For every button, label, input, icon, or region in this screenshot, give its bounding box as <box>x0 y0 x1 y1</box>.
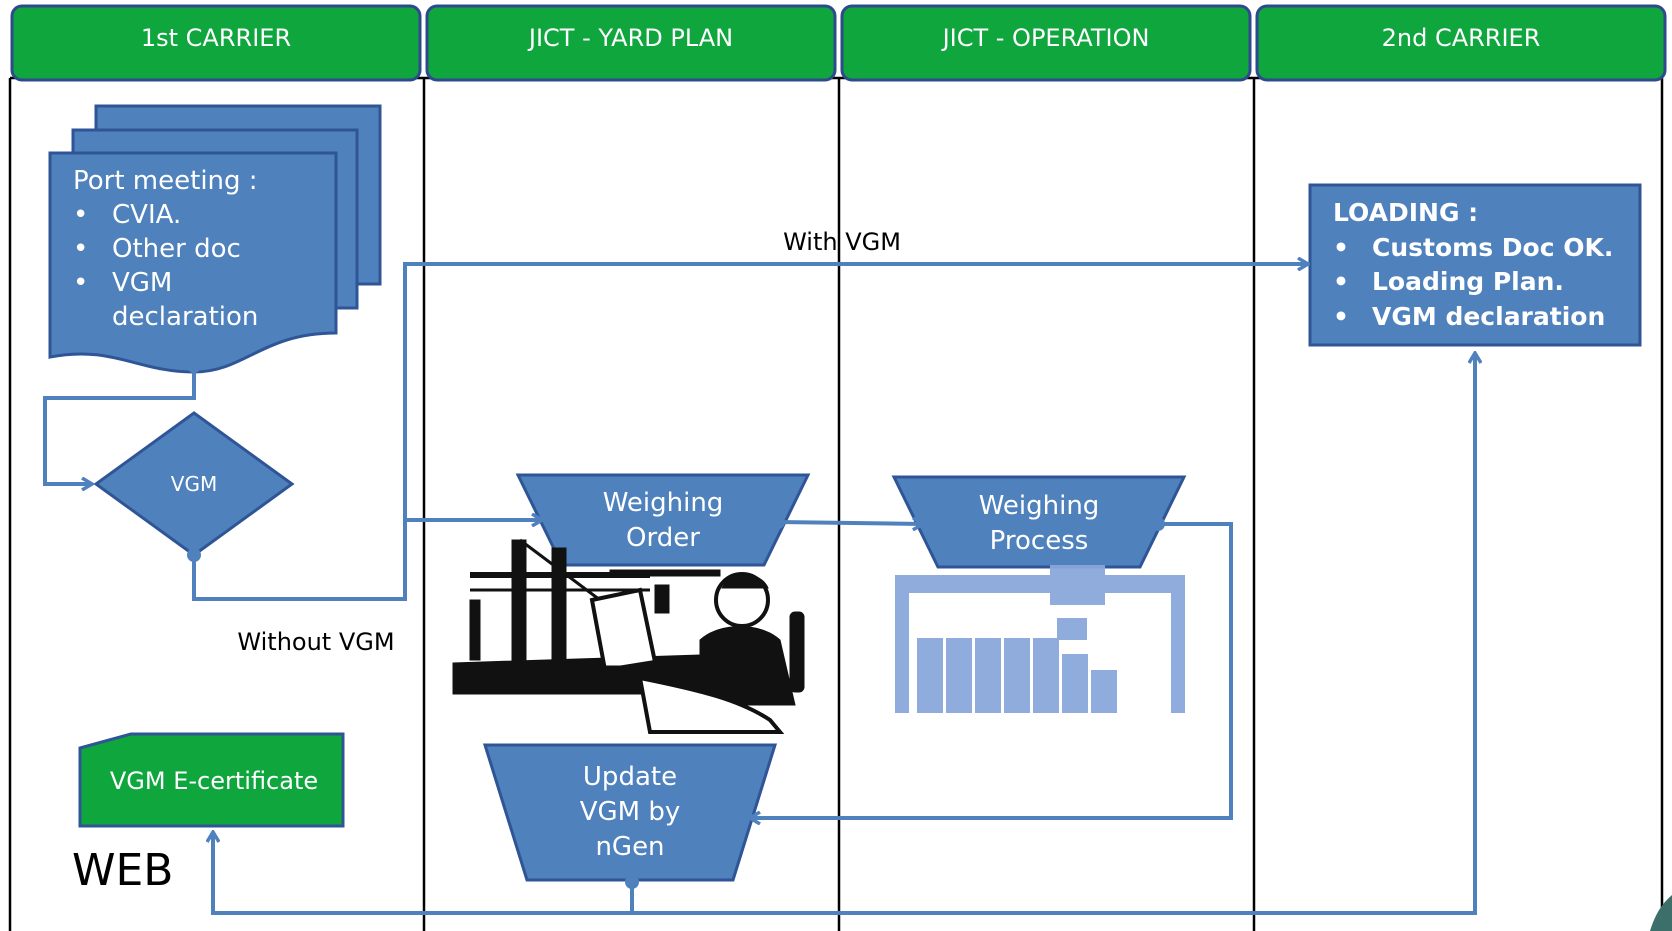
lane-header-1st-carrier: 1st CARRIER <box>10 4 422 82</box>
bullet: • <box>73 234 88 264</box>
container-stack <box>1004 638 1030 713</box>
gantry-leg <box>1171 575 1185 713</box>
weighing-process-line2: Process <box>990 526 1089 556</box>
edge-order-to-process <box>777 522 923 524</box>
crane-brace <box>519 538 601 602</box>
corner-decoration <box>1650 895 1672 931</box>
bullet: • <box>1333 267 1349 296</box>
connector-dots <box>187 359 1165 889</box>
bullet: • <box>1333 302 1349 331</box>
gantry-crane-illustration <box>895 565 1185 713</box>
gantry-trolley <box>1050 565 1105 605</box>
gantry-leg <box>895 575 909 713</box>
lane-title: 2nd CARRIER <box>1382 24 1541 52</box>
loading-item: Customs Doc OK. <box>1372 233 1613 262</box>
lane-title: 1st CARRIER <box>141 24 291 52</box>
update-vgm-line1: Update <box>583 762 677 792</box>
loading-item: Loading Plan. <box>1372 267 1564 296</box>
vgm-decision: VGM <box>93 411 295 557</box>
operator-legs <box>637 675 785 734</box>
operator-hair <box>721 574 769 589</box>
edge-update-to-certificate <box>213 832 634 915</box>
gantry-beam <box>895 575 1185 593</box>
update-vgm-line2: VGM by <box>580 797 681 827</box>
container-stack <box>946 638 972 713</box>
chair <box>789 611 805 693</box>
edge-update-to-loading <box>632 353 1475 915</box>
port-meeting-documents: Port meeting : • CVIA. • Other doc • VGM… <box>48 104 382 374</box>
desk <box>599 665 681 675</box>
container-stack <box>975 638 1001 713</box>
light-mast <box>469 599 481 661</box>
weighing-process-line1: Weighing <box>979 491 1100 521</box>
edge-process-to-update <box>750 522 1233 818</box>
weighing-process: Weighing Process <box>891 475 1187 569</box>
bullet: • <box>73 268 88 298</box>
loading-title: LOADING : <box>1333 198 1478 227</box>
with-vgm-label: With VGM <box>783 228 901 256</box>
container-stack <box>1062 654 1088 713</box>
bullet: • <box>73 200 88 230</box>
gantry-spreader <box>1057 618 1087 640</box>
edge-doc-to-decision <box>43 366 196 484</box>
port-meeting-item: Other doc <box>112 234 241 264</box>
weighing-order: Weighing Order <box>515 473 811 567</box>
edge-with-vgm <box>192 264 1308 601</box>
container-stack <box>917 638 943 713</box>
decision-label: VGM <box>171 472 217 496</box>
certificate-label: VGM E-certificate <box>110 767 318 795</box>
monitor <box>589 587 658 673</box>
operator-body <box>699 626 796 706</box>
port-meeting-title: Port meeting : <box>73 166 258 196</box>
container-stack <box>1033 638 1059 713</box>
weighing-order-line1: Weighing <box>603 488 724 518</box>
crane-leg <box>511 539 527 663</box>
port-meeting-item: declaration <box>112 302 258 332</box>
vgm-e-certificate: VGM E-certificate <box>78 732 345 828</box>
loading-item: VGM declaration <box>1372 302 1605 331</box>
weighing-order-line2: Order <box>626 523 700 553</box>
crane-arm <box>609 569 721 577</box>
update-vgm-line3: nGen <box>595 832 664 862</box>
without-vgm-label: Without VGM <box>237 628 394 656</box>
bullet: • <box>1333 233 1349 262</box>
connectors <box>43 264 1475 915</box>
lane-header-yard-plan: JICT - YARD PLAN <box>425 4 837 82</box>
port-meeting-item: VGM <box>112 268 172 298</box>
loading-box: LOADING : • Customs Doc OK. • Loading Pl… <box>1308 183 1642 347</box>
lane-header-operation: JICT - OPERATION <box>840 4 1252 82</box>
lane-title: JICT - YARD PLAN <box>527 24 733 52</box>
crane-spreader <box>654 584 670 614</box>
update-vgm: Update VGM by nGen <box>482 743 778 882</box>
web-label: WEB <box>72 845 174 896</box>
port-meeting-item: CVIA. <box>112 200 181 230</box>
container-stack <box>1091 670 1117 713</box>
lane-title: JICT - OPERATION <box>941 24 1150 52</box>
lane-header-2nd-carrier: 2nd CARRIER <box>1255 4 1667 82</box>
port-operator-illustration <box>452 538 805 734</box>
